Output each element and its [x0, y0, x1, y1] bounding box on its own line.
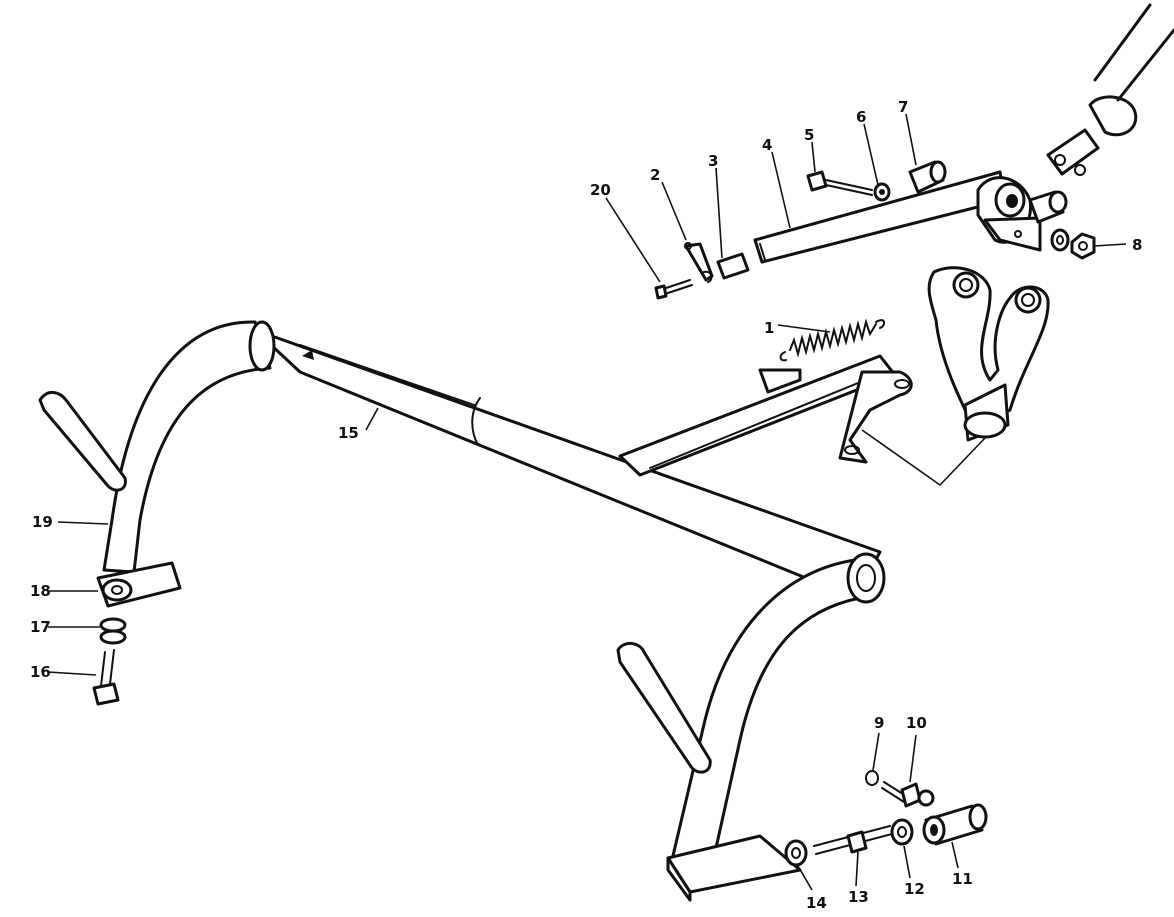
callout-1: 1 — [764, 319, 774, 337]
adjuster-13 — [813, 825, 893, 855]
callout-6: 6 — [856, 108, 866, 126]
callout-10: 10 — [906, 714, 927, 732]
callout-14: 14 — [806, 894, 827, 912]
spring-1 — [779, 318, 886, 362]
callout-11: 11 — [952, 870, 973, 888]
lever-arm-4 — [753, 170, 1042, 264]
callout-2: 2 — [650, 166, 660, 184]
callout-4: 4 — [762, 136, 772, 154]
callout-8: 8 — [1132, 236, 1142, 254]
nut-14 — [784, 839, 808, 867]
socket-11 — [922, 803, 988, 846]
callout-17: 17 — [30, 618, 51, 636]
callout-15: 15 — [338, 424, 359, 442]
ring-9 — [865, 770, 879, 786]
main-frame-15 — [38, 320, 886, 902]
bolt-16 — [92, 649, 120, 706]
callout-3: 3 — [708, 152, 718, 170]
callouts: 1 2 3 4 5 6 7 8 9 10 11 12 13 14 15 16 1… — [30, 98, 1142, 912]
callout-16: 16 — [30, 663, 51, 681]
washers-17 — [99, 617, 127, 645]
callout-18: 18 — [30, 582, 51, 600]
callout-5: 5 — [804, 126, 814, 144]
callout-12: 12 — [904, 880, 925, 898]
bolt-5 — [806, 170, 891, 202]
pedal-yoke — [861, 266, 1050, 487]
callout-20: 20 — [590, 181, 611, 199]
leader-lines — [47, 113, 1127, 891]
callout-13: 13 — [848, 888, 869, 906]
callout-19: 19 — [32, 513, 53, 531]
ball-stud-10 — [881, 781, 935, 808]
callout-7: 7 — [898, 98, 908, 116]
screw-20 — [654, 270, 713, 300]
bushings-7 — [908, 160, 1068, 224]
clip-2-3 — [684, 242, 750, 282]
cross-member — [618, 354, 913, 477]
clevis-rod — [1046, 3, 1174, 176]
callout-9: 9 — [874, 714, 884, 732]
nut-12 — [890, 818, 914, 846]
washer-nut-8 — [1050, 228, 1096, 260]
